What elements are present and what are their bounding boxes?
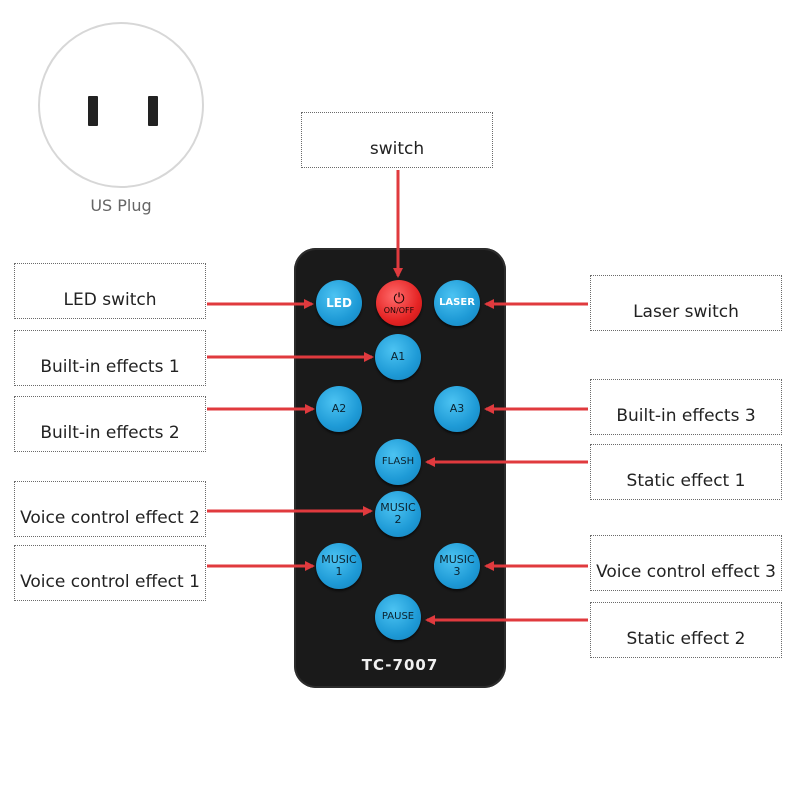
callout-builtin-effects-2: Built-in effects 2 <box>14 396 206 452</box>
music-1-label-top: MUSIC <box>321 553 357 566</box>
callout-static-effect-1: Static effect 1 <box>590 444 782 500</box>
laser-button[interactable]: LASER <box>434 280 480 326</box>
callout-builtin-effects-1: Built-in effects 1 <box>14 330 206 386</box>
model-number: TC-7007 <box>361 656 439 674</box>
power-button[interactable]: ⏻ ON/OFF <box>376 280 422 326</box>
led-button[interactable]: LED <box>316 280 362 326</box>
a2-button[interactable]: A2 <box>316 386 362 432</box>
callout-laser-switch: Laser switch <box>590 275 782 331</box>
music-1-label-number: 1 <box>335 565 343 578</box>
callout-static-effect-2: Static effect 2 <box>590 602 782 658</box>
music-3-label-top: MUSIC <box>439 553 475 566</box>
a1-button[interactable]: A1 <box>375 334 421 380</box>
flash-button[interactable]: FLASH <box>375 439 421 485</box>
callout-led-switch: LED switch <box>14 263 206 319</box>
callout-voice-control-effect-1: Voice control effect 1 <box>14 545 206 601</box>
callout-voice-control-effect-3: Voice control effect 3 <box>590 535 782 591</box>
music-2-label-top: MUSIC <box>380 501 416 514</box>
callout-builtin-effects-3: Built-in effects 3 <box>590 379 782 435</box>
music-2-label-number: 2 <box>394 513 402 526</box>
us-plug-icon <box>38 22 204 188</box>
plug-prong-left <box>88 96 98 126</box>
a3-button[interactable]: A3 <box>434 386 480 432</box>
power-button-label: ON/OFF <box>383 305 415 315</box>
music-1-button[interactable]: MUSIC 1 <box>316 543 362 589</box>
music-2-button[interactable]: MUSIC 2 <box>375 491 421 537</box>
music-3-button[interactable]: MUSIC 3 <box>434 543 480 589</box>
remote-control: LED ⏻ ON/OFF LASER A1 A2 A3 FLASH MUSIC … <box>294 248 506 688</box>
plug-prong-right <box>148 96 158 126</box>
music-3-label-number: 3 <box>453 565 461 578</box>
callout-voice-control-effect-2: Voice control effect 2 <box>14 481 206 537</box>
plug-label: US Plug <box>90 196 152 215</box>
power-icon: ⏻ <box>393 290 405 307</box>
callout-switch: switch <box>301 112 493 168</box>
pause-button[interactable]: PAUSE <box>375 594 421 640</box>
